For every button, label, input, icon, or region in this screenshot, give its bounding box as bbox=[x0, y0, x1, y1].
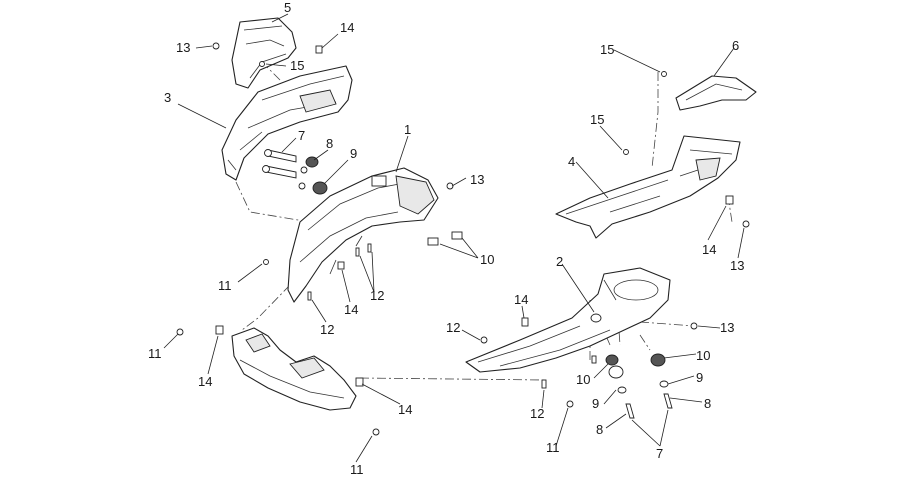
callout-13: 13 bbox=[720, 320, 734, 335]
callout-11: 11 bbox=[148, 346, 162, 361]
callout-11: 11 bbox=[546, 440, 560, 455]
callout-14: 14 bbox=[344, 302, 358, 317]
callout-15: 15 bbox=[290, 58, 304, 73]
callout-10: 10 bbox=[576, 372, 590, 387]
callout-4: 4 bbox=[568, 154, 575, 169]
callout-13: 13 bbox=[176, 40, 190, 55]
callout-11: 11 bbox=[218, 278, 232, 293]
callout-12: 12 bbox=[370, 288, 384, 303]
callout-7: 7 bbox=[298, 128, 305, 143]
callout-6: 6 bbox=[732, 38, 739, 53]
callout-8: 8 bbox=[326, 136, 333, 151]
callout-2: 2 bbox=[556, 254, 563, 269]
part-1-center-inner-panel bbox=[287, 167, 439, 303]
callout-14: 14 bbox=[398, 402, 412, 417]
callout-3: 3 bbox=[164, 90, 171, 105]
callout-8: 8 bbox=[704, 396, 711, 411]
callout-1: 1 bbox=[404, 122, 411, 137]
callout-9: 9 bbox=[592, 396, 599, 411]
part-2-right-inner-panel bbox=[465, 267, 671, 373]
part-3-left-side-panel bbox=[221, 65, 353, 181]
part-4-right-side-panel bbox=[555, 135, 741, 239]
part-6-upper-right-cover bbox=[675, 75, 757, 111]
callout-14: 14 bbox=[514, 292, 528, 307]
callout-14: 14 bbox=[340, 20, 354, 35]
callout-13: 13 bbox=[470, 172, 484, 187]
callout-5: 5 bbox=[284, 0, 291, 15]
callout-13: 13 bbox=[730, 258, 744, 273]
callout-10: 10 bbox=[696, 348, 710, 363]
callout-7: 7 bbox=[656, 446, 663, 461]
left-bolts-and-grommets bbox=[262, 149, 328, 195]
callout-12: 12 bbox=[320, 322, 334, 337]
callout-11: 11 bbox=[350, 462, 364, 477]
lower-front-cover bbox=[231, 327, 357, 411]
callout-15: 15 bbox=[590, 112, 604, 127]
part-5-upper-cover bbox=[231, 17, 297, 89]
callout-15: 15 bbox=[600, 42, 614, 57]
callout-9: 9 bbox=[350, 146, 357, 161]
callout-labels: 5 14 13 15 3 7 8 9 1 13 10 11 12 12 14 1… bbox=[148, 0, 744, 477]
callout-8: 8 bbox=[596, 422, 603, 437]
callout-14: 14 bbox=[198, 374, 212, 389]
small-hardware bbox=[176, 42, 750, 436]
callout-9: 9 bbox=[696, 370, 703, 385]
callout-10: 10 bbox=[480, 252, 494, 267]
callout-14: 14 bbox=[702, 242, 716, 257]
callout-12: 12 bbox=[530, 406, 544, 421]
callout-12: 12 bbox=[446, 320, 460, 335]
leader-lines bbox=[163, 13, 745, 463]
